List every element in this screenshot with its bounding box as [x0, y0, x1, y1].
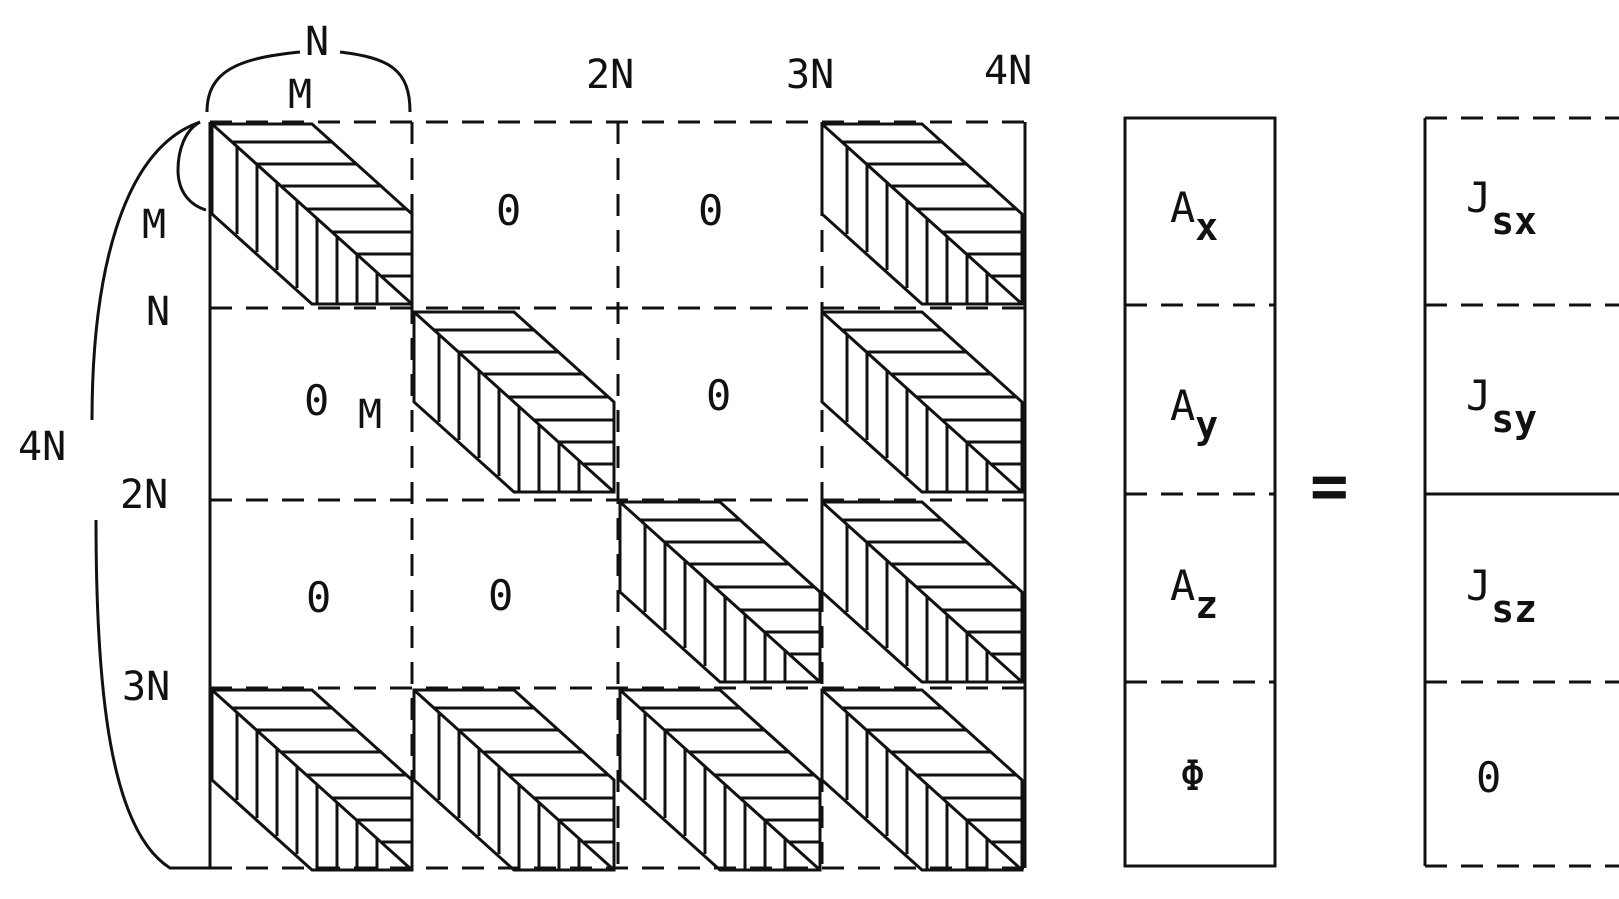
zero-entry: 0 — [488, 571, 513, 620]
matrix-block-row2-col4 — [820, 310, 1024, 494]
column-label-n: N — [305, 19, 329, 65]
column-label-m: M — [288, 72, 312, 118]
matrix-block-row1-col1 — [210, 122, 414, 306]
row-label-2n: 2N — [120, 472, 168, 518]
row-labels: M N 4N 2N 3N M — [18, 120, 382, 870]
matrix-block-row4-col1 — [210, 688, 414, 872]
row-label-3n: 3N — [122, 664, 170, 710]
column-label-2n: 2N — [586, 52, 634, 98]
column-label-3n: 3N — [786, 52, 834, 98]
row-label-m: M — [142, 202, 166, 248]
matrix-block-row3-col4 — [820, 500, 1024, 684]
matrix-block-row4-col3 — [618, 688, 822, 872]
source-entry-jsz: Jsz — [1466, 561, 1537, 631]
column-labels: N M 2N 3N 4N — [205, 19, 1032, 118]
zero-entry: 0 — [706, 371, 731, 420]
row-label-4n: 4N — [18, 424, 66, 470]
matrix-block-row4-col4 — [820, 688, 1024, 872]
inner-m-label: M — [358, 392, 382, 438]
source-vector: Jsx Jsy Jsz 0 — [1423, 116, 1619, 868]
matrix-block-row3-col3 — [618, 500, 822, 684]
matrix-block-row1-col4 — [820, 122, 1024, 306]
vector-entry-az: Az — [1170, 561, 1218, 627]
column-label-4n: 4N — [984, 48, 1032, 94]
zero-entry: 0 — [306, 573, 331, 622]
source-entry-zero: 0 — [1476, 753, 1501, 802]
zero-entry: 0 — [698, 186, 723, 235]
matrix-block-row2-col2 — [412, 310, 616, 494]
equals-sign: = — [1310, 450, 1349, 524]
source-entry-jsx: Jsx — [1466, 173, 1537, 243]
row-label-n: N — [146, 289, 170, 335]
vector-entry-ax: Ax — [1170, 183, 1218, 249]
vector-entry-phi: Φ — [1180, 751, 1205, 800]
matrix-block-row4-col2 — [412, 688, 616, 872]
zero-entry: 0 — [304, 376, 329, 425]
vector-entry-ay: Ay — [1170, 381, 1218, 447]
coefficient-matrix: 0 0 0 0 0 0 — [208, 120, 1027, 872]
source-entry-jsy: Jsy — [1466, 371, 1537, 441]
unknown-vector: Ax Ay Az Φ — [1123, 116, 1277, 868]
zero-entry: 0 — [496, 186, 521, 235]
